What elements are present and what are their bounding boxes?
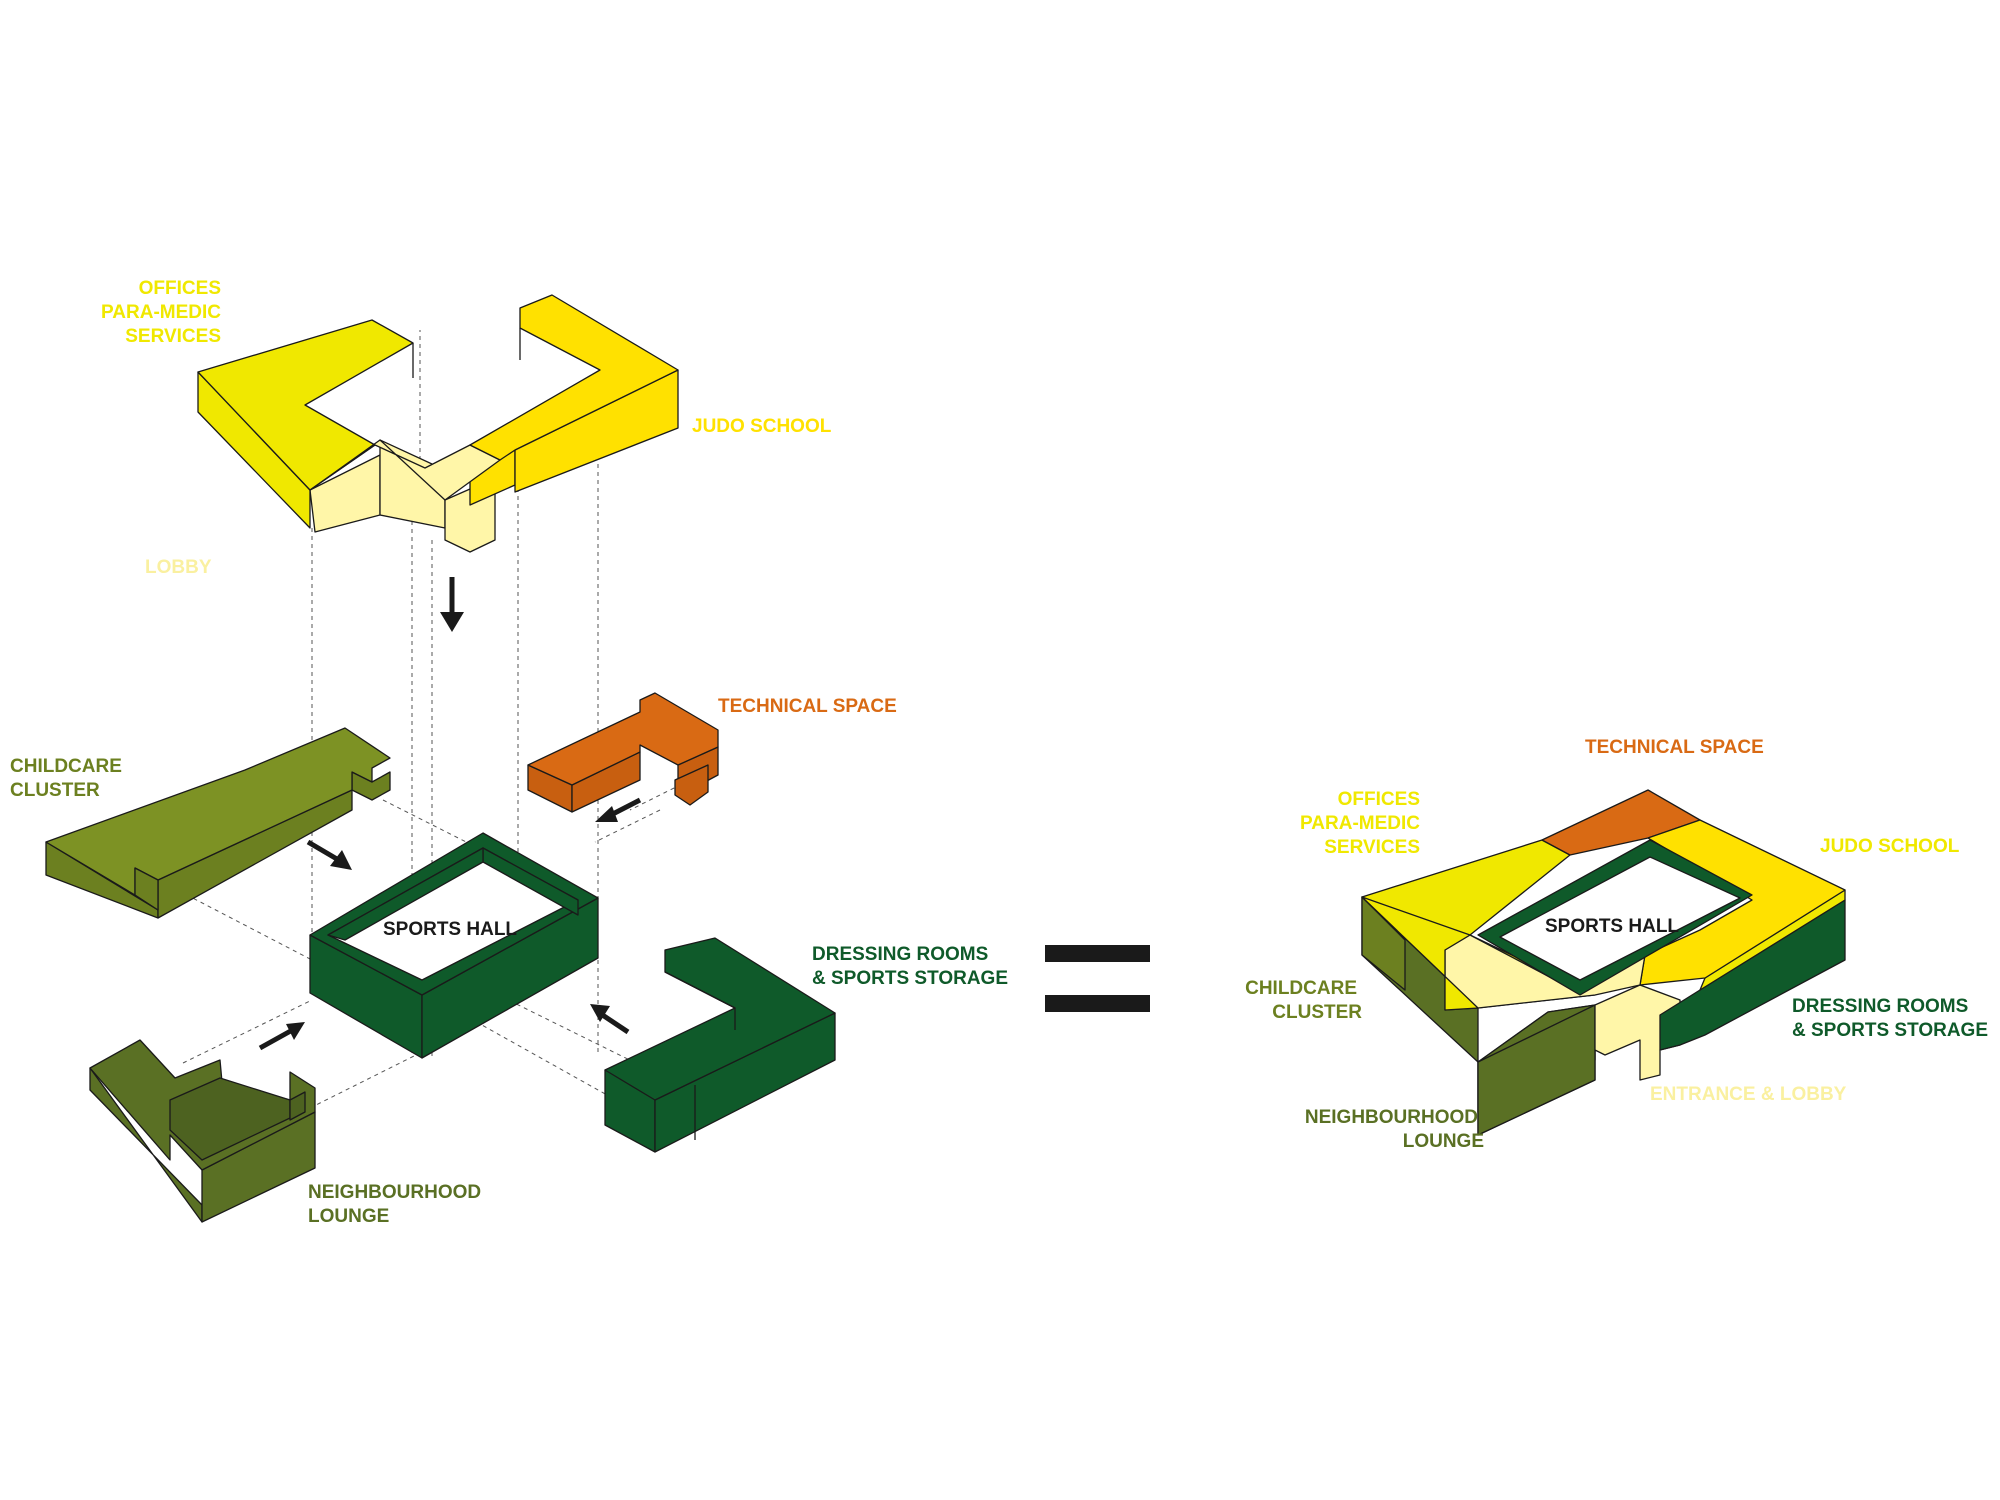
label-judo-school: JUDO SCHOOL	[692, 416, 832, 437]
label-asm-dressing-2: & SPORTS STORAGE	[1792, 1020, 1988, 1041]
label-neighbourhood-2: LOUNGE	[308, 1206, 389, 1227]
assembled-side-childcare-2	[1361, 896, 1406, 991]
label-asm-entrance: ENTRANCE & LOBBY	[1650, 1084, 1847, 1105]
arrow-icon-dressing	[590, 1004, 630, 1035]
equals-icon	[1045, 945, 1150, 1012]
label-dressing-1: DRESSING ROOMS	[812, 944, 988, 965]
assembled-side-lobby	[1594, 984, 1681, 1081]
label-asm-offices-1: OFFICES	[1338, 789, 1420, 810]
arrow-icon-tech	[595, 797, 642, 822]
label-asm-childcare-1: CHILDCARE	[1245, 978, 1357, 999]
label-asm-offices-3: SERVICES	[1324, 837, 1420, 858]
label-asm-judo: JUDO SCHOOL	[1820, 836, 1960, 857]
label-asm-sports-hall: SPORTS HALL	[1545, 916, 1679, 937]
sports-hall-inner-wall-left	[327, 847, 484, 941]
assembled-top-childcare	[1361, 896, 1479, 1011]
label-asm-dressing-1: DRESSING ROOMS	[1792, 996, 1968, 1017]
technical-side-stub	[674, 764, 709, 806]
label-asm-neighbourhood-2: LOUNGE	[1403, 1131, 1484, 1152]
label-childcare-2: CLUSTER	[10, 780, 100, 801]
exploded-labels: OFFICES PARA-MEDIC SERVICES JUDO SCHOOL …	[10, 278, 1008, 1227]
label-asm-neighbourhood-1: NEIGHBOURHOOD	[1305, 1107, 1478, 1128]
arrow-icon-childcare	[306, 839, 352, 870]
assembled-labels: TECHNICAL SPACE OFFICES PARA-MEDIC SERVI…	[1245, 737, 1988, 1152]
label-sports-hall: SPORTS HALL	[383, 919, 517, 940]
label-offices-1: OFFICES	[139, 278, 221, 299]
assembled-side-dressing	[1659, 899, 1846, 1051]
label-offices-2: PARA-MEDIC	[101, 302, 221, 323]
childcare-notch	[134, 867, 159, 911]
yellow-block-top-judo	[469, 294, 679, 461]
arrow-icon-lounge	[258, 1022, 305, 1051]
label-lobby: LOBBY	[145, 557, 212, 578]
lounge-tab	[289, 1091, 306, 1121]
assembled-building	[1361, 789, 1846, 1136]
label-dressing-2: & SPORTS STORAGE	[812, 968, 1008, 989]
assembled-courtyard-void	[1499, 856, 1741, 981]
yellow-upper-block	[197, 294, 679, 553]
arrow-icon-down	[440, 577, 464, 632]
technical-space-block	[527, 692, 719, 813]
sports-hall-block	[309, 832, 599, 1059]
childcare-block	[45, 727, 391, 919]
label-asm-offices-2: PARA-MEDIC	[1300, 813, 1420, 834]
neighbourhood-block	[89, 1039, 316, 1223]
label-neighbourhood-1: NEIGHBOURHOOD	[308, 1182, 481, 1203]
label-technical-space: TECHNICAL SPACE	[718, 696, 897, 717]
dressing-block	[604, 937, 836, 1153]
label-childcare-1: CHILDCARE	[10, 756, 122, 777]
technical-top	[527, 692, 719, 786]
label-asm-childcare-2: CLUSTER	[1272, 1002, 1362, 1023]
assembled-lounge-front	[1477, 1004, 1596, 1136]
label-offices-3: SERVICES	[125, 326, 221, 347]
label-asm-technical: TECHNICAL SPACE	[1585, 737, 1764, 758]
